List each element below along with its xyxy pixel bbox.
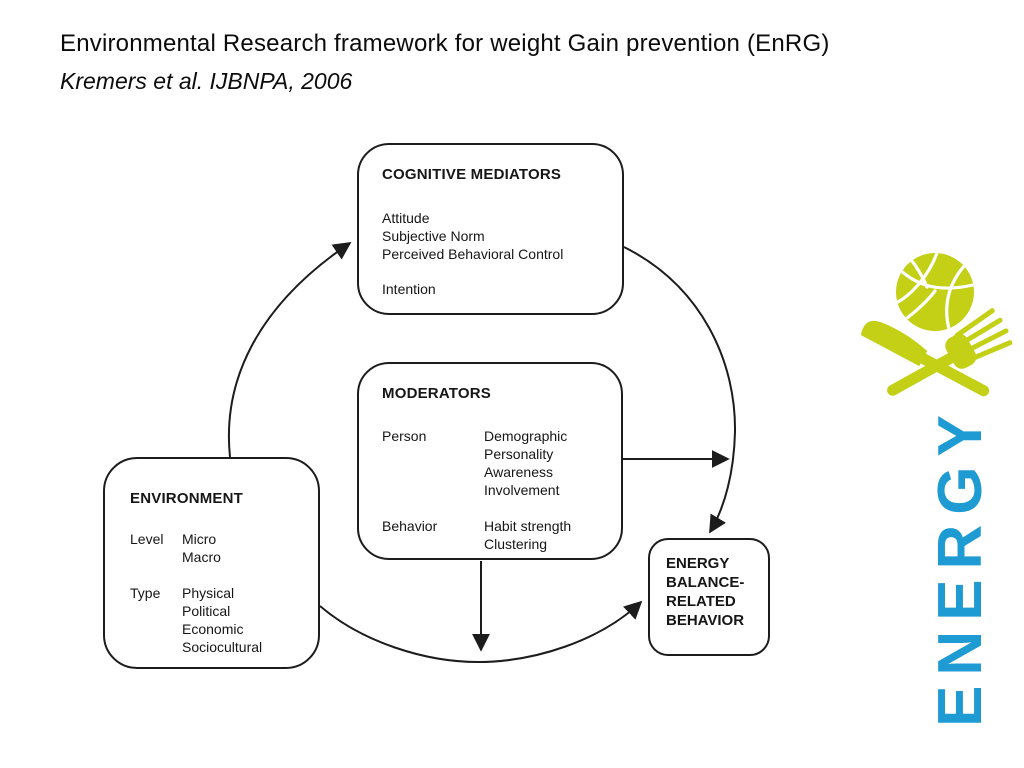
crossed-knife-fork-icon [860,308,1013,397]
environment-level-values: Micro Macro [182,530,221,566]
cognitive-mediators-box: COGNITIVE MEDIATORS Attitude Subjective … [357,143,624,315]
arrow-environment-to-behavior [319,600,643,664]
moderator-value: Involvement [484,482,560,498]
energy-balance-line: ENERGY [666,555,730,572]
energy-project-logo [860,253,1013,397]
cognitive-mediators-title: COGNITIVE MEDIATORS [382,166,562,183]
environment-box: ENVIRONMENT Level Micro Macro Type Physi… [103,457,320,669]
cognitive-item: Attitude [382,210,430,226]
moderator-value: Habit strength [484,518,572,534]
arrow-environment-to-cognitive [228,241,352,458]
moderators-person-label: Person [382,428,427,444]
energy-wordmark: ENERGY [926,405,995,727]
cognitive-outcome: Intention [382,281,436,297]
moderator-value: Personality [484,446,554,462]
environment-type-row: Type Physical Political Economic Sociocu… [130,584,318,656]
slide-title: Environmental Research framework for wei… [60,30,830,57]
moderators-behavior-label: Behavior [382,518,438,534]
moderators-person-row: Person Demographic Personality Awareness… [382,427,621,499]
environment-type-label: Type [130,585,161,601]
cognitive-item: Subjective Norm [382,228,485,244]
volleyball-icon [896,253,974,331]
moderators-behavior-values: Habit strength Clustering [484,517,571,553]
environment-value: Sociocultural [182,639,263,655]
moderators-behavior-row: Behavior Habit strength Clustering [382,517,621,553]
energy-balance-behavior-box: ENERGY BALANCE- RELATED BEHAVIOR [648,538,770,656]
environment-value: Economic [182,621,244,637]
moderator-value: Clustering [484,536,548,552]
moderators-person-values: Demographic Personality Awareness Involv… [484,427,567,499]
energy-balance-line: BALANCE- [666,574,745,591]
energy-balance-line: BEHAVIOR [666,612,745,629]
slide-citation: Kremers et al. IJBNPA, 2006 [60,68,353,94]
environment-value: Micro [182,531,217,547]
moderator-value: Awareness [484,464,554,480]
arrow-cognitive-to-behavior [623,246,737,534]
moderators-box: MODERATORS Person Demographic Personalit… [357,362,623,560]
environment-title: ENVIRONMENT [130,490,244,507]
environment-value: Physical [182,585,235,601]
moderators-title: MODERATORS [382,385,491,402]
environment-level-row: Level Micro Macro [130,530,318,566]
energy-balance-line: RELATED [666,593,736,610]
environment-value: Political [182,603,231,619]
moderator-value: Demographic [484,428,568,444]
environment-type-values: Physical Political Economic Sociocultura… [182,584,262,656]
environment-value: Macro [182,549,221,565]
cognitive-item: Perceived Behavioral Control [382,246,564,262]
environment-level-label: Level [130,531,164,547]
